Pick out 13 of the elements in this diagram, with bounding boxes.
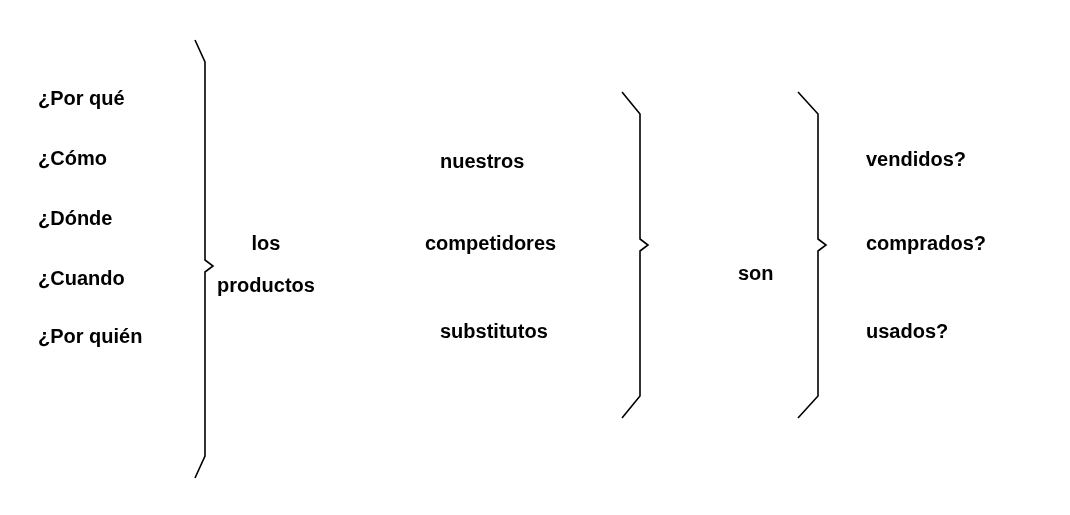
label-text: vendidos? — [866, 147, 966, 172]
label-text: ¿Cómo — [38, 146, 107, 171]
label-text: ¿Por quién — [38, 324, 143, 349]
label-text: ¿Dónde — [38, 206, 113, 231]
label-text: competidores — [425, 231, 557, 256]
label-text: ¿Por qué — [38, 86, 125, 111]
label-text: ¿Cuando — [38, 266, 125, 291]
label-text: nuestros — [440, 149, 525, 174]
label-text: substitutos — [440, 319, 548, 344]
label-text: comprados? — [866, 231, 987, 256]
label-text: usados? — [866, 319, 949, 344]
label-text: son — [738, 261, 774, 286]
label-text: los productos — [216, 231, 316, 298]
